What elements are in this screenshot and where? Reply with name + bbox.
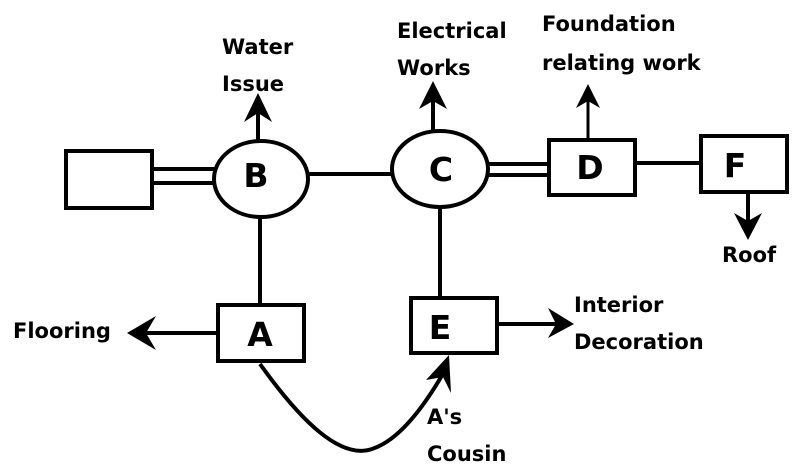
label-water-issue-line2: Issue <box>222 72 284 96</box>
label-interior-decoration-line1: Interior <box>574 293 664 317</box>
connectors <box>152 161 701 305</box>
label-electrical-works-line2: Works <box>397 56 471 80</box>
arrow-c-electrical-head <box>419 81 447 109</box>
node-a-label: A <box>247 315 273 354</box>
node-d[interactable] <box>547 138 637 197</box>
node-a[interactable] <box>216 303 306 363</box>
node-d-label: D <box>576 148 603 187</box>
node-f[interactable] <box>699 134 789 194</box>
arrow-b-water-head <box>244 93 272 122</box>
curved-arrow-a-e <box>258 362 446 453</box>
node-c-label: C <box>429 150 453 189</box>
label-as-cousin-line2: Cousin <box>427 442 506 466</box>
label-water-issue-line1: Water <box>222 35 294 59</box>
arrow-f-roof-head <box>734 213 762 240</box>
label-electrical-works-line1: Electrical <box>397 19 507 43</box>
curved-arrow-a-e-head <box>426 355 451 393</box>
label-roof: Roof <box>722 243 777 267</box>
nodes: B C D F A E <box>64 129 789 363</box>
node-c[interactable] <box>390 129 490 209</box>
arrows <box>127 81 762 453</box>
node-b[interactable] <box>212 139 310 219</box>
label-as-cousin-line1: A's <box>427 405 462 429</box>
node-b-label: B <box>243 156 268 195</box>
node-e-label: E <box>429 308 452 347</box>
arrow-e-interior-head <box>548 308 574 338</box>
node-f-label: F <box>724 146 747 185</box>
annotations: Water Issue Electrical Works Foundation … <box>13 12 777 466</box>
arrow-a-flooring-head <box>127 316 156 350</box>
label-foundation-line2: relating work <box>542 51 702 75</box>
label-flooring: Flooring <box>13 319 111 343</box>
label-foundation-line1: Foundation <box>542 12 676 36</box>
node-blank[interactable] <box>64 149 154 210</box>
label-interior-decoration-line2: Decoration <box>574 330 704 354</box>
arrow-d-foundation-head <box>576 84 600 108</box>
node-e[interactable] <box>409 296 499 355</box>
